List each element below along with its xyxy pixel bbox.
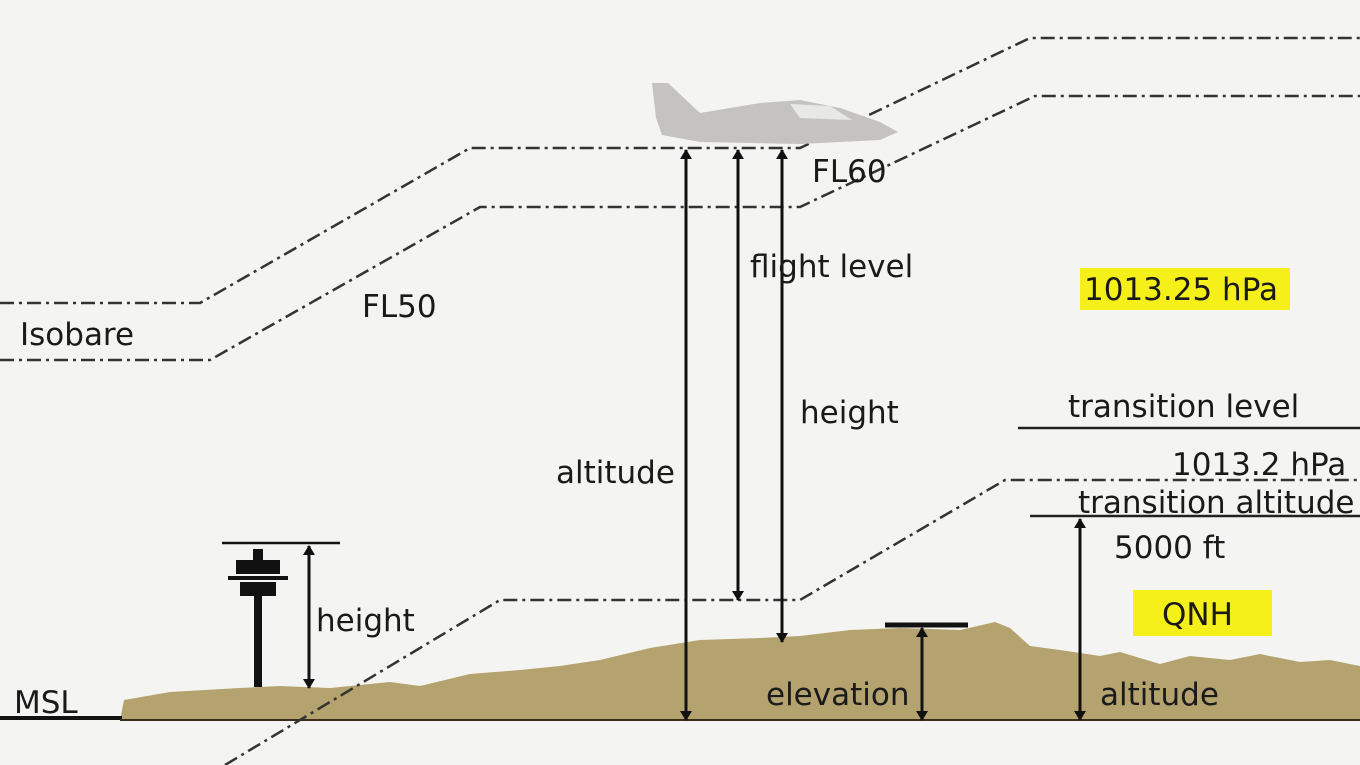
altitude-label-aircraft: altitude: [556, 455, 675, 491]
std-pressure-label: 1013.25 hPa: [1084, 272, 1278, 308]
fl50-label: FL50: [362, 289, 437, 325]
fl60-label: FL60: [812, 154, 887, 190]
height-label-tower: height: [316, 603, 415, 639]
elevation-label: elevation: [766, 677, 909, 713]
transition-level-label: transition level: [1068, 389, 1299, 425]
flight-level-label: flight level: [750, 249, 913, 285]
isobare-label: Isobare: [20, 317, 134, 353]
transition-altitude-label: transition altitude: [1078, 485, 1354, 521]
pressure-label: 1013.2 hPa: [1172, 447, 1346, 483]
isobar-transition: [224, 478, 1360, 765]
isobar-fl60: [0, 36, 1360, 305]
control-tower-icon: [228, 549, 288, 687]
qnh-label: QNH: [1162, 597, 1233, 633]
std-pressure-highlight: [1080, 268, 1290, 310]
transition-altitude-value: 5000 ft: [1114, 530, 1225, 566]
msl-label: MSL: [14, 685, 78, 721]
aircraft-icon: [652, 83, 898, 144]
altitude-label-ground: altitude: [1100, 677, 1219, 713]
qnh-highlight: [1133, 590, 1272, 636]
height-label-aircraft: height: [800, 395, 899, 431]
isobar-fl50: [0, 94, 1360, 362]
terrain: [120, 622, 1360, 720]
